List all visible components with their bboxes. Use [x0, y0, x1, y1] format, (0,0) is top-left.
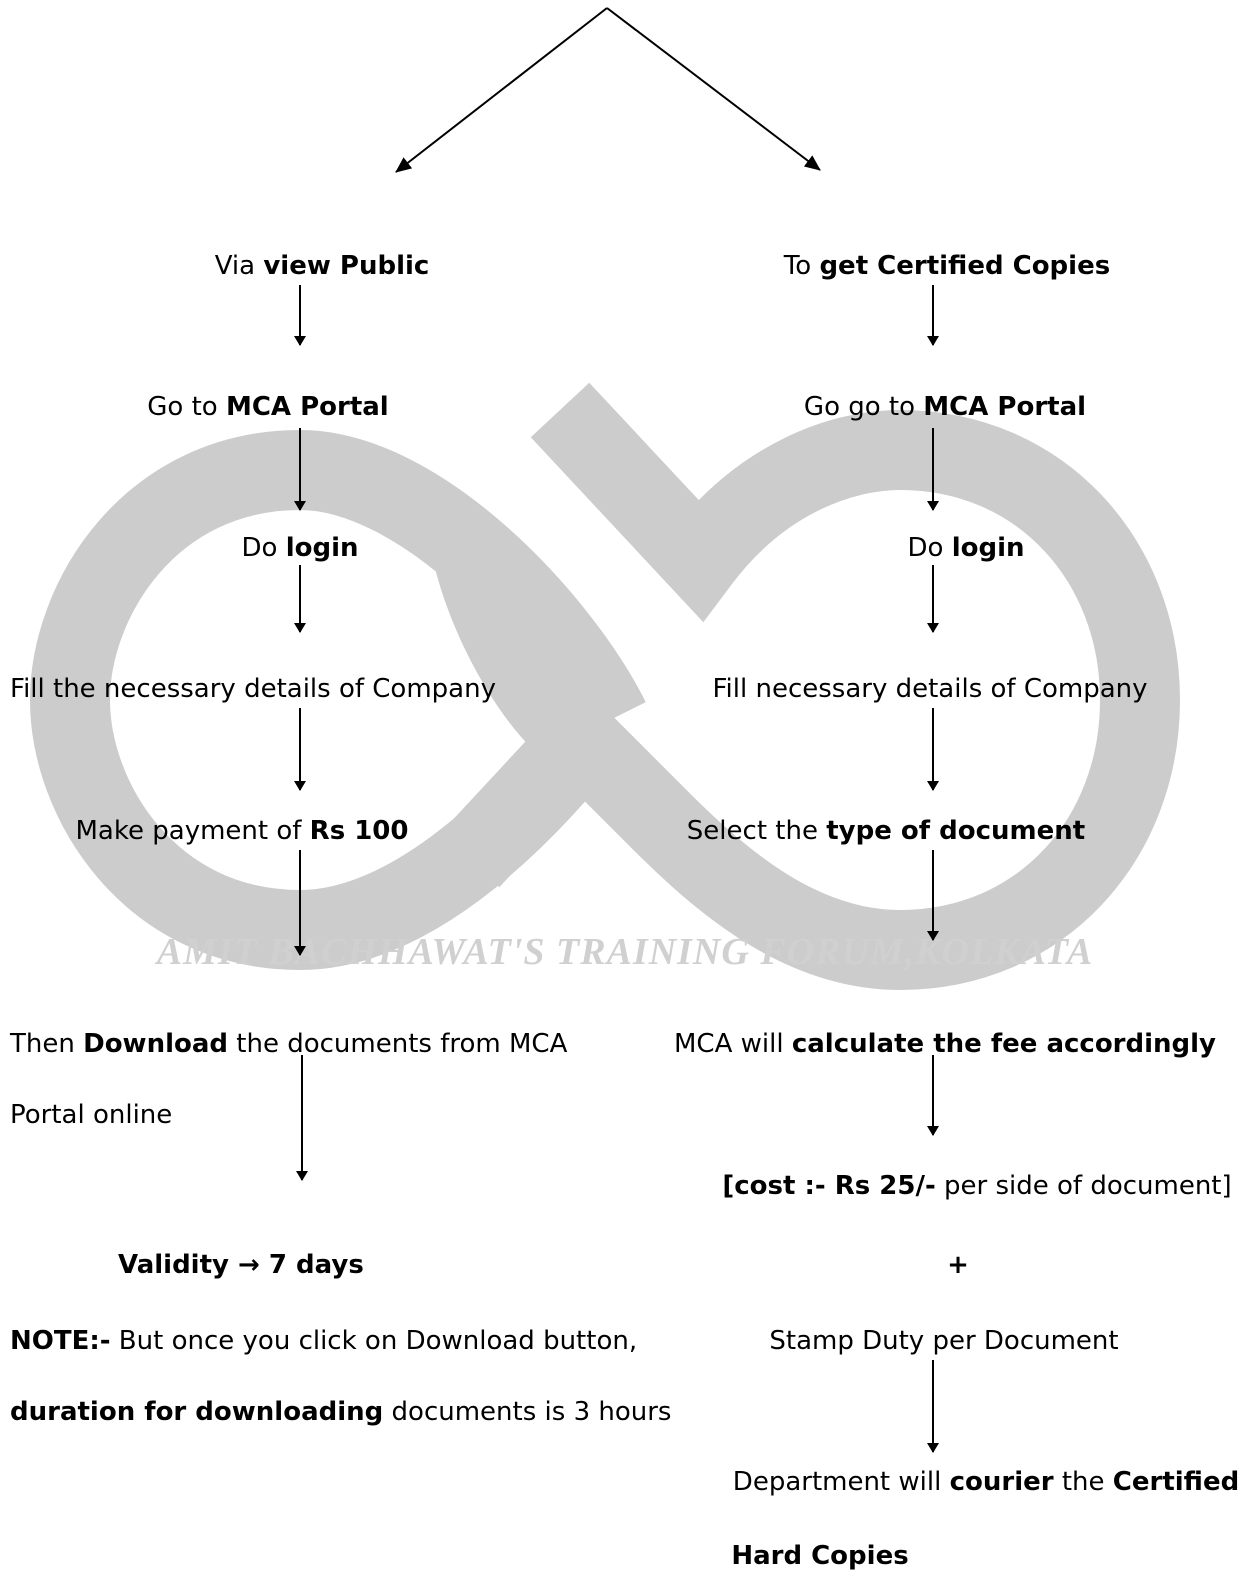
split-arrow-right — [606, 7, 821, 171]
left-step-login: Do login — [241, 533, 359, 563]
right-step-fill-details: Fill necessary details of Company — [712, 674, 1148, 704]
right-step-courier-line2: Hard Copies — [731, 1541, 909, 1571]
right-step-document-type: Select the type of document — [686, 816, 1086, 846]
left-step-mca-portal: Go to MCA Portal — [147, 392, 389, 422]
left-step-fill-details: Fill the necessary details of Company — [10, 674, 496, 704]
right-step-certified-copies: To get Certified Copies — [783, 251, 1111, 281]
note-line1: NOTE:- But once you click on Download bu… — [10, 1326, 638, 1356]
left-step-download: Then Download the documents from MCA — [10, 1029, 568, 1059]
left-step-payment: Make payment of Rs 100 — [75, 816, 409, 846]
left-step-view-public: Via view Public — [214, 251, 430, 281]
left-step-download-line2: Portal online — [10, 1100, 173, 1130]
right-cost: [cost :- Rs 25/- per side of document] — [722, 1171, 1232, 1201]
note-line2: duration for downloading documents is 3 … — [10, 1397, 672, 1427]
right-step-mca-portal: Go go to MCA Portal — [803, 392, 1087, 422]
right-stamp-duty: Stamp Duty per Document — [769, 1326, 1119, 1356]
right-arrow-icon: → — [238, 1250, 260, 1280]
right-step-calculate-fee: MCA will calculate the fee accordingly — [673, 1029, 1217, 1059]
right-step-login: Do login — [907, 533, 1025, 563]
right-plus: + — [947, 1250, 969, 1280]
split-arrow-left — [395, 7, 608, 173]
right-step-courier: Department will courier the Certified — [732, 1467, 1240, 1497]
validity-label: Validity → 7 days — [118, 1250, 364, 1280]
